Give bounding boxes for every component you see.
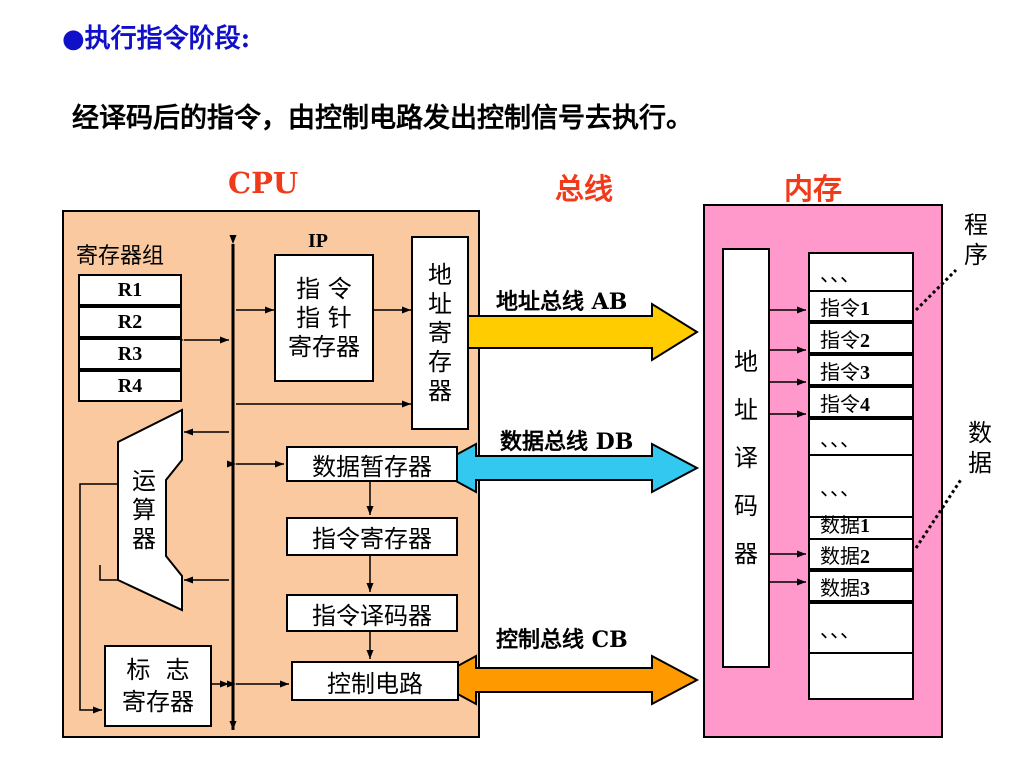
flag-register-line-1: 标 志 — [126, 656, 190, 684]
cpu-header: CPU — [228, 166, 299, 200]
decoder-char: 器 — [734, 540, 758, 568]
memory-address-decoder: 地 址 译 码 器 — [722, 248, 770, 668]
memory-cell: 指令2 — [808, 322, 914, 354]
data-label-char: 数 — [968, 419, 992, 447]
bus-header: 总线 — [555, 172, 614, 206]
instruction-register: 指令寄存器 — [286, 517, 458, 556]
data-label: 数 据 — [962, 418, 998, 478]
register-r2: R2 — [78, 306, 182, 338]
decoder-char: 地 — [734, 348, 758, 376]
memory-cell-label: 指令4 — [820, 391, 870, 416]
decoder-char: 码 — [734, 492, 758, 520]
memory-cell: 、、、 — [808, 252, 914, 292]
decoder-char: 译 — [734, 444, 758, 472]
data-temp-register: 数据暂存器 — [286, 446, 458, 482]
memory-cell-label: 、、、 — [820, 475, 860, 500]
control-bus-label: 控制总线 CB — [496, 627, 628, 653]
alu-label: 运 算 器 — [126, 456, 162, 564]
memory-cell-label: 数据1 — [820, 513, 870, 537]
register-r3: R3 — [78, 338, 182, 370]
decoder-char: 址 — [734, 396, 758, 424]
address-bus-label: 地址总线 AB — [496, 289, 628, 315]
memory-cell: 数据3 — [808, 570, 914, 602]
alu-char: 算 — [132, 495, 156, 524]
memory-cell: 数据1 — [808, 513, 914, 540]
data-bus-label: 数据总线 DB — [500, 429, 634, 455]
control-bus-arrow — [429, 654, 700, 706]
memory-cell-label: 指令3 — [820, 359, 870, 384]
address-register-char: 存 — [428, 347, 452, 376]
ip-register-line-1: 指 令 — [296, 274, 352, 303]
memory-header: 内存 — [784, 172, 843, 206]
program-label: 程 序 — [958, 210, 994, 270]
memory-cell-label: 指令1 — [820, 295, 870, 320]
ip-register: 指 令 指 针 寄存器 — [274, 254, 374, 382]
memory-cell-label: 、、、 — [820, 426, 860, 451]
program-label-char: 序 — [964, 241, 988, 269]
ip-label: IP — [308, 230, 328, 252]
alu-char: 器 — [132, 524, 156, 553]
address-register-char: 地 — [428, 260, 452, 289]
memory-cell: 、、、 — [808, 418, 914, 456]
register-r1: R1 — [78, 274, 182, 306]
address-register: 地 址 寄 存 器 — [411, 236, 469, 430]
register-r4: R4 — [78, 370, 182, 402]
address-bus-arrow — [467, 302, 699, 362]
memory-cell: 指令4 — [808, 386, 914, 418]
memory-cell: 指令3 — [808, 354, 914, 386]
memory-cell: 、、、 — [808, 602, 914, 654]
flag-register: 标 志 寄存器 — [104, 645, 212, 727]
memory-cell: 数据2 — [808, 538, 914, 570]
memory-cell: 指令1 — [808, 290, 914, 322]
data-label-char: 据 — [968, 449, 992, 477]
instruction-decoder: 指令译码器 — [286, 594, 458, 632]
address-register-char: 址 — [428, 289, 452, 318]
alu-char: 运 — [132, 466, 156, 495]
memory-cell-label: 数据2 — [820, 543, 870, 568]
data-bus-arrow — [429, 442, 700, 494]
address-register-char: 器 — [428, 376, 452, 405]
ip-register-line-2: 指 针 — [296, 303, 352, 332]
register-group-label: 寄存器组 — [76, 244, 165, 269]
subtitle: 经译码后的指令，由控制电路发出控制信号去执行。 — [72, 103, 693, 134]
memory-cell — [808, 652, 914, 700]
flag-register-line-2: 寄存器 — [122, 688, 194, 716]
address-register-char: 寄 — [428, 318, 452, 347]
memory-cell-label: 指令2 — [820, 327, 870, 352]
memory-cell-label: 、、、 — [820, 261, 860, 286]
memory-cell-label: 、、、 — [820, 617, 860, 642]
control-circuit: 控制电路 — [291, 661, 459, 701]
heading: ●执行指令阶段: — [62, 24, 251, 54]
memory-cell-label: 数据3 — [820, 575, 870, 600]
ip-register-line-3: 寄存器 — [288, 332, 360, 361]
program-label-char: 程 — [964, 211, 988, 239]
